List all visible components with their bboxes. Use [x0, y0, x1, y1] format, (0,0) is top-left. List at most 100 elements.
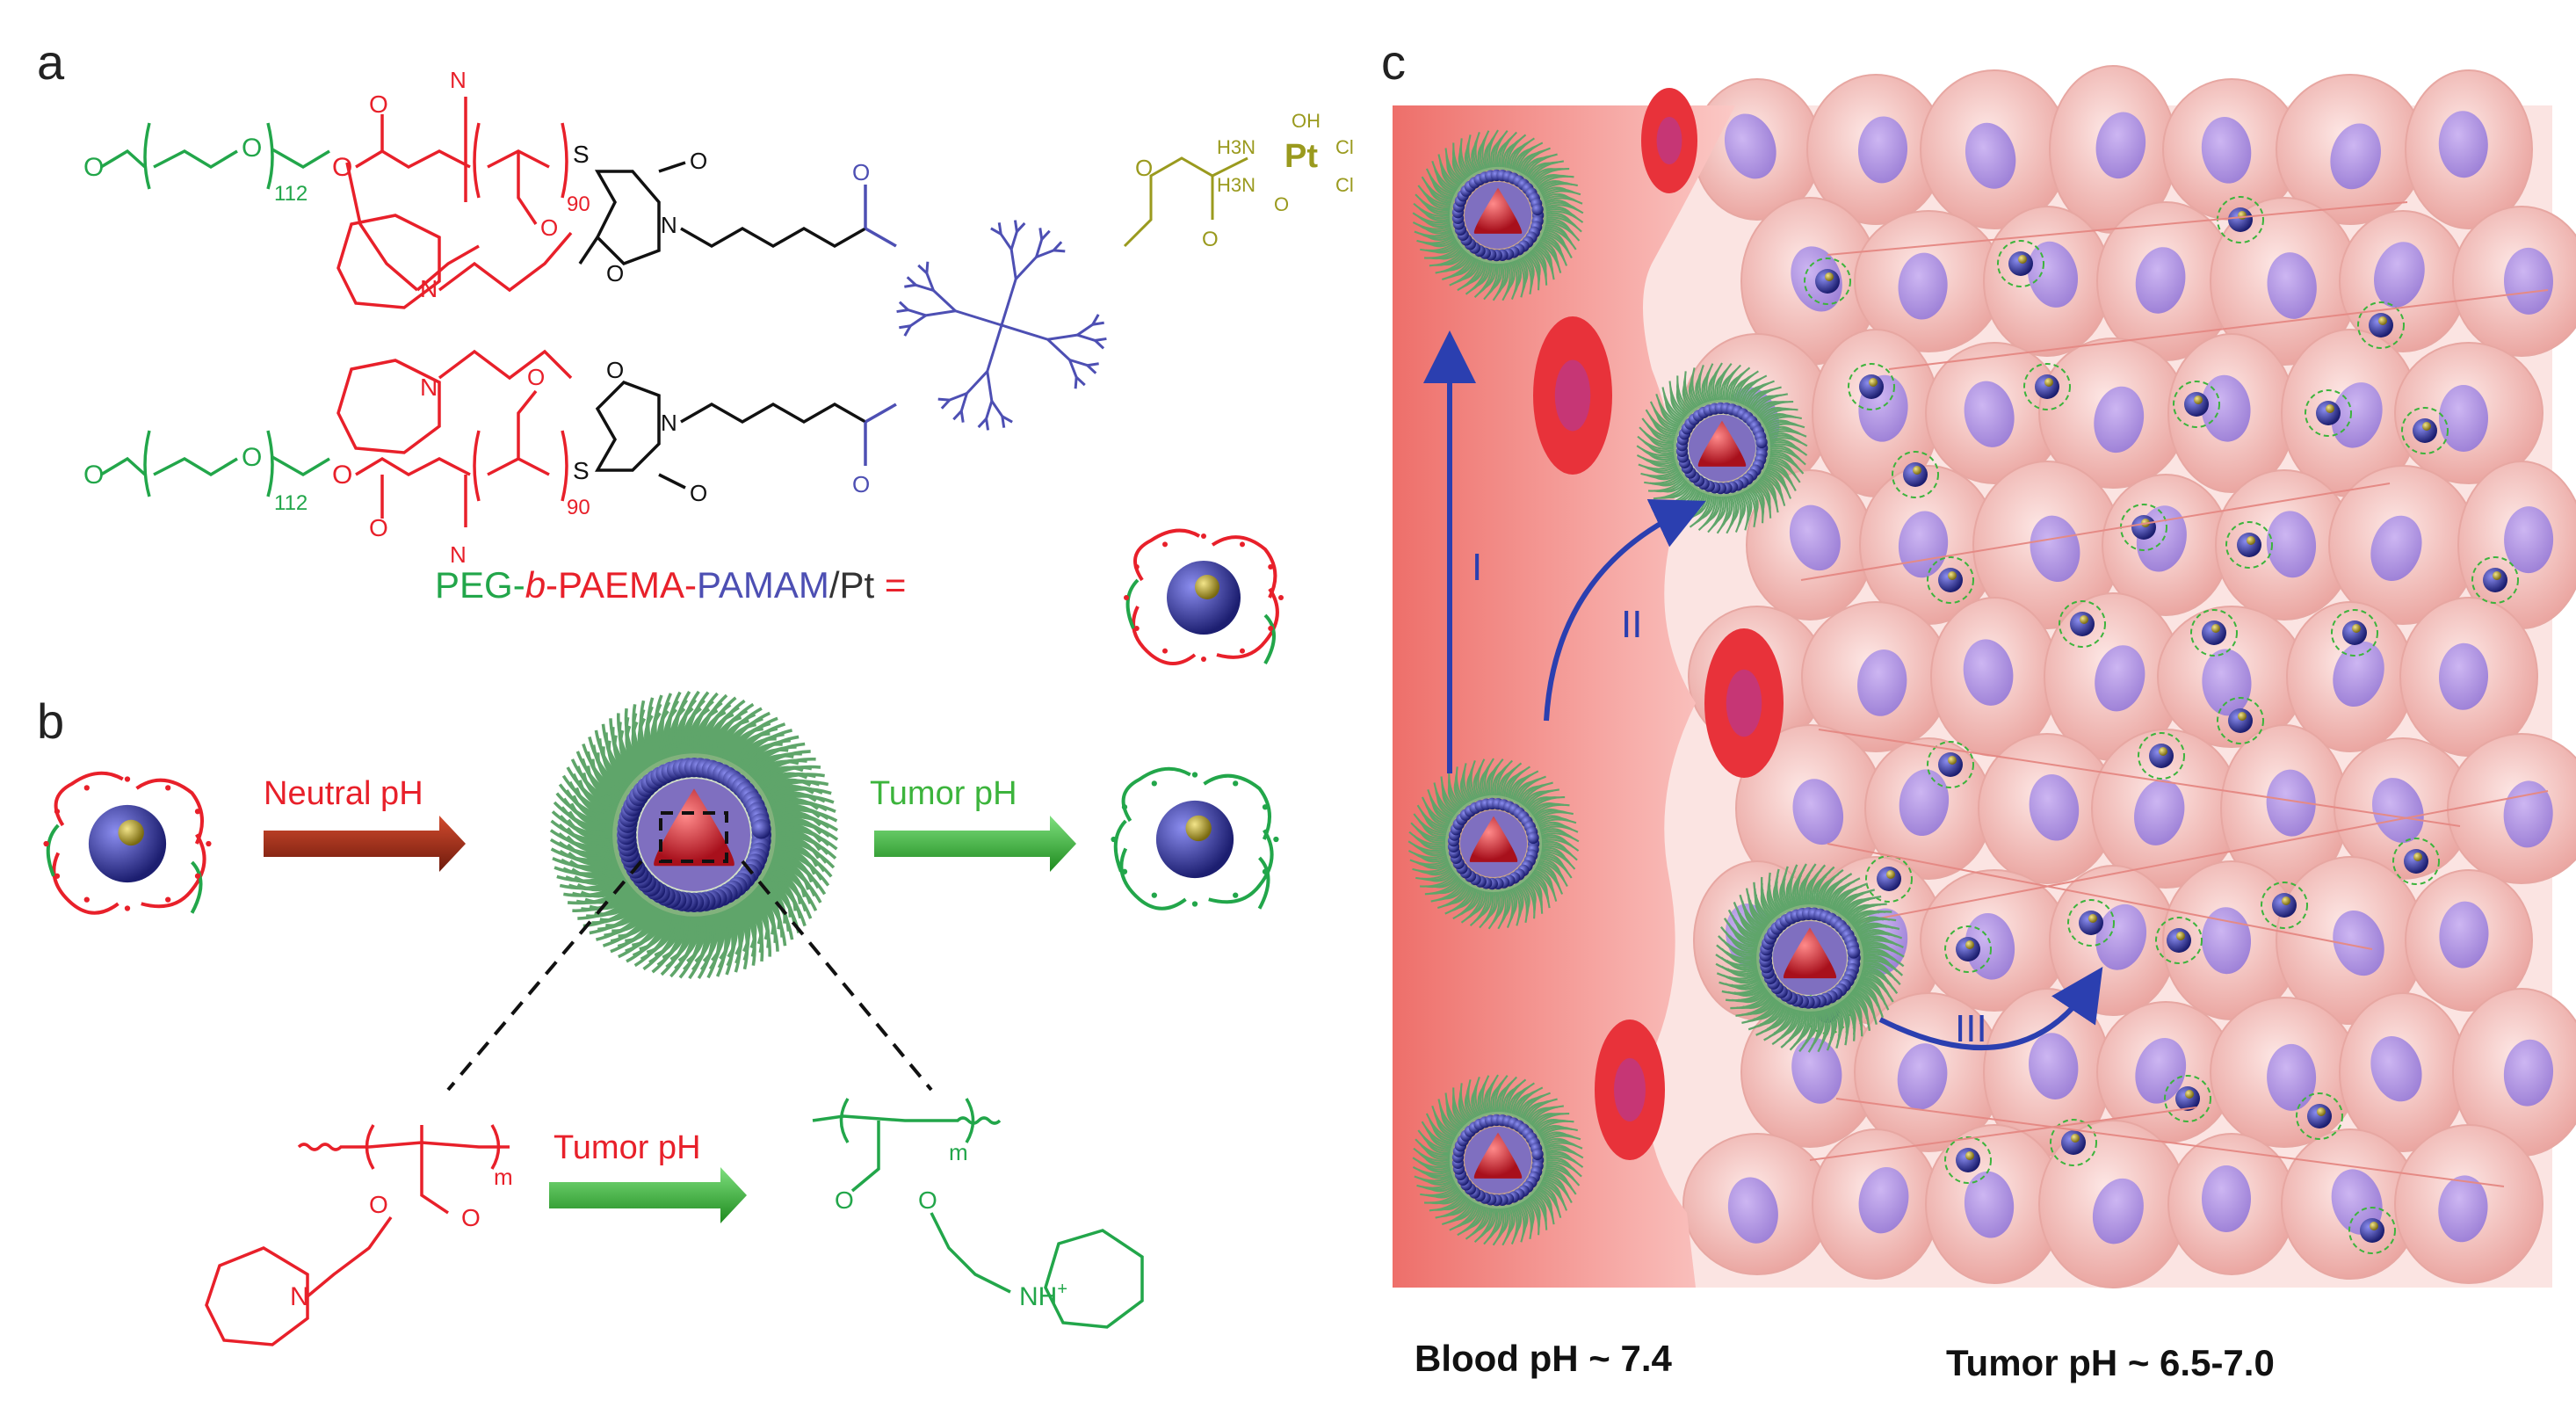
peg-corona-strand — [1839, 889, 1876, 918]
peg-corona-strand — [714, 908, 727, 977]
peg-segment — [1113, 819, 1127, 873]
peg-corona-strand — [1767, 455, 1805, 475]
dendrimer-branch — [1015, 256, 1038, 280]
dendrimer-branch — [955, 309, 1002, 327]
peg-corona-strand — [1790, 864, 1798, 910]
cell-nucleus — [2201, 374, 2251, 442]
peg-corona-strand — [1477, 758, 1486, 800]
blood-vessel — [1393, 105, 1735, 1288]
peg-segment — [1125, 578, 1140, 629]
peg-corona-strand — [756, 765, 821, 792]
peg-corona-strand — [1756, 400, 1794, 419]
cell-nucleus — [2333, 911, 2384, 976]
peg-corona-strand — [589, 893, 647, 935]
peg-corona-strand — [1417, 1129, 1454, 1150]
dendrimer-branch — [1076, 323, 1094, 337]
zoom-box — [659, 811, 728, 863]
peg-corona-strand — [1511, 770, 1539, 802]
peg-corona-strand — [1809, 864, 1827, 908]
peg-corona-strand — [1536, 818, 1577, 829]
unimer-chain — [52, 852, 119, 915]
peg-corona-strand — [1537, 825, 1579, 833]
dendrimer-branch — [949, 392, 968, 402]
peg-corona-strand — [1460, 888, 1483, 924]
peg-corona-strand — [1511, 137, 1535, 172]
chain-bead — [1121, 868, 1128, 874]
peg-corona-strand — [1419, 870, 1458, 888]
peg-corona-strand — [1481, 1075, 1490, 1116]
drug-corona — [2392, 838, 2440, 885]
peg-corona-strand — [687, 691, 710, 758]
unimer-chain — [1208, 829, 1274, 904]
peg-corona-strand — [1830, 877, 1861, 912]
bottom-polymer-chain: O O 112 O O N 90 S O N — [83, 349, 897, 568]
peg-corona-strand — [572, 882, 635, 912]
peg-corona-strand — [693, 692, 719, 758]
peg-corona-strand — [1416, 233, 1458, 244]
drug-sphere — [1956, 937, 1980, 961]
peg-corona-strand — [602, 899, 655, 947]
peg-corona-strand — [1540, 1135, 1581, 1145]
peg-corona-strand — [674, 690, 691, 759]
cell-nucleus — [1964, 1171, 2015, 1238]
peg-corona-strand — [610, 902, 659, 954]
peg-corona-strand — [1715, 954, 1760, 967]
peg-corona-strand — [1474, 132, 1484, 173]
peg-corona-strand — [1416, 804, 1451, 830]
peg-corona-strand — [1739, 490, 1749, 531]
dendrimer-branch — [932, 289, 957, 312]
drug-corona — [1944, 925, 1992, 973]
peg-corona-strand — [1532, 167, 1570, 186]
cell-nucleus — [1858, 1166, 1909, 1234]
peg-segment — [46, 824, 60, 877]
drug-corona — [2164, 1075, 2211, 1122]
drug-pt — [2378, 316, 2387, 325]
peg-corona-strand — [753, 758, 816, 787]
peg-corona-strand — [550, 847, 620, 862]
peg-corona-strand — [1715, 962, 1761, 973]
peg-corona-strand — [724, 904, 742, 973]
peg-corona-strand — [555, 792, 619, 824]
dendrimer-branch — [904, 283, 916, 288]
chain-bead — [1268, 626, 1274, 631]
peg-corona-strand — [667, 691, 682, 761]
peg-corona-strand — [765, 795, 835, 810]
dendrimer-branch — [986, 324, 1003, 372]
peg-corona-strand — [1743, 487, 1756, 528]
peg-corona-strand — [660, 911, 689, 976]
penetration-lines — [1800, 201, 2549, 1187]
dendrimer-branch — [1001, 323, 1048, 341]
drug-corona — [2190, 609, 2238, 657]
imide-n-bottom: N — [661, 410, 677, 436]
peg-corona-strand — [767, 856, 827, 896]
dendrimer-branch — [898, 301, 909, 311]
ester-o-top: O — [332, 153, 352, 182]
drug-pt — [2159, 747, 2167, 756]
cell-nucleus — [2503, 1039, 2554, 1107]
drug-sphere — [2184, 392, 2209, 417]
unimer-dissociated — [1111, 766, 1279, 911]
chain-bead — [1268, 564, 1274, 570]
peg-corona-strand — [1444, 883, 1473, 915]
platinum-complex: O O Pt OH Cl Cl H3N H3N O — [1123, 110, 1354, 251]
legend-b: b — [525, 564, 546, 606]
micelle-core — [654, 788, 734, 867]
dendrimer-branch — [990, 400, 1004, 417]
penetration-line — [1818, 729, 2461, 827]
cell-nucleus — [1963, 639, 2014, 706]
legend-paema: -PAEMA- — [546, 564, 697, 606]
cell-nucleus — [2094, 386, 2145, 454]
peg-corona-strand — [771, 840, 836, 869]
cell-nucleus — [2092, 1178, 2144, 1244]
peg-corona-strand — [1506, 134, 1527, 171]
peg-corona-strand — [1421, 796, 1453, 824]
peg-corona-strand — [1520, 781, 1553, 808]
dendrimer-branch — [977, 417, 988, 429]
drug-corona — [2023, 363, 2071, 410]
dendrimer-branch — [986, 371, 994, 402]
peg-corona-strand — [1487, 1074, 1499, 1115]
peg-corona-strand — [1467, 1079, 1480, 1120]
peg-corona-strand — [1855, 979, 1890, 1011]
peg-corona-strand — [1834, 1001, 1849, 1046]
